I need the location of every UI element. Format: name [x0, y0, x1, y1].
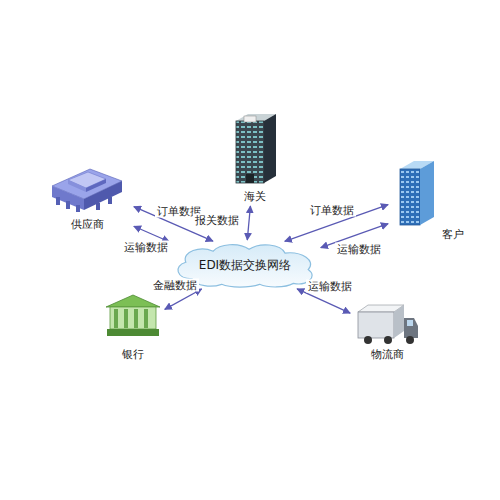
- network-label: EDI数据交换网络: [197, 258, 293, 272]
- truck-icon: [358, 305, 418, 344]
- truck-cab: [404, 318, 418, 338]
- party-label: 供应商: [69, 218, 106, 232]
- data-flow-arrow: [165, 289, 202, 309]
- party-label: 客户: [440, 228, 466, 242]
- bank-pillar: [144, 309, 148, 328]
- truck-cargo: [358, 312, 394, 338]
- customer-side: [420, 161, 434, 225]
- bank-node: 银行: [103, 292, 163, 362]
- bank-pillar: [124, 309, 128, 328]
- bank-base: [107, 329, 159, 336]
- supplier-leg: [56, 197, 60, 205]
- edge-label: 金融数据: [151, 279, 199, 292]
- bank-roof: [106, 295, 160, 307]
- customs-sign: [244, 116, 256, 122]
- supplier-leg: [96, 203, 100, 210]
- truck-window: [407, 320, 413, 326]
- supplier-raised-side: [68, 180, 86, 192]
- customs-door: [246, 174, 254, 183]
- supplier-node: 供应商: [42, 160, 132, 232]
- data-flow-arrow: [247, 206, 250, 240]
- party-label: 物流商: [369, 348, 406, 362]
- truck-wheel: [384, 336, 392, 344]
- truck-wheel: [364, 336, 372, 344]
- customs-front: [236, 121, 264, 183]
- supplier-leg: [66, 201, 70, 209]
- bank-pillar: [134, 309, 138, 328]
- bank-pillar: [114, 309, 118, 328]
- party-label: 银行: [120, 348, 146, 362]
- customer-front: [400, 169, 420, 225]
- customs-icon: [236, 114, 276, 183]
- truck-wheel: [406, 336, 414, 344]
- logistics-node: 物流商: [352, 298, 422, 362]
- customer-icon: [400, 161, 434, 225]
- bank-icon: [106, 295, 160, 336]
- truck-cargo-side: [394, 305, 404, 338]
- edge-label: 订单数据: [308, 203, 356, 216]
- supplier-icon: [52, 169, 122, 212]
- customs-side: [264, 114, 276, 183]
- party-label: 海关: [242, 190, 268, 204]
- supplier-leg: [76, 205, 80, 212]
- edge-label: 运输数据: [335, 242, 383, 255]
- bank-body: [110, 307, 156, 329]
- supplier-raised-side: [86, 179, 106, 192]
- edge-label: 报关数据: [193, 214, 241, 227]
- customs-node: 海关: [222, 108, 288, 204]
- customer-node: 客户: [390, 158, 466, 242]
- edge-label: 运输数据: [306, 280, 354, 293]
- edge-label: 运输数据: [122, 240, 170, 253]
- supplier-leg: [108, 197, 112, 204]
